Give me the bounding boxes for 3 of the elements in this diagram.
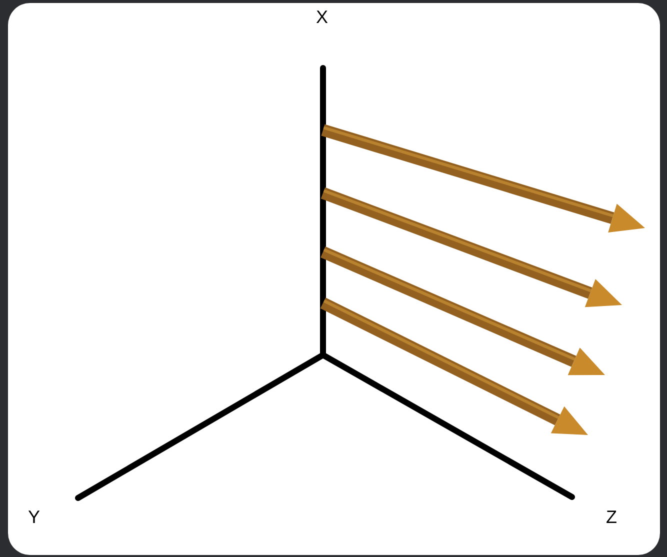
axis-label: Y [28, 508, 40, 526]
axis-label: Z [606, 508, 617, 526]
axis-label: X [316, 8, 328, 26]
